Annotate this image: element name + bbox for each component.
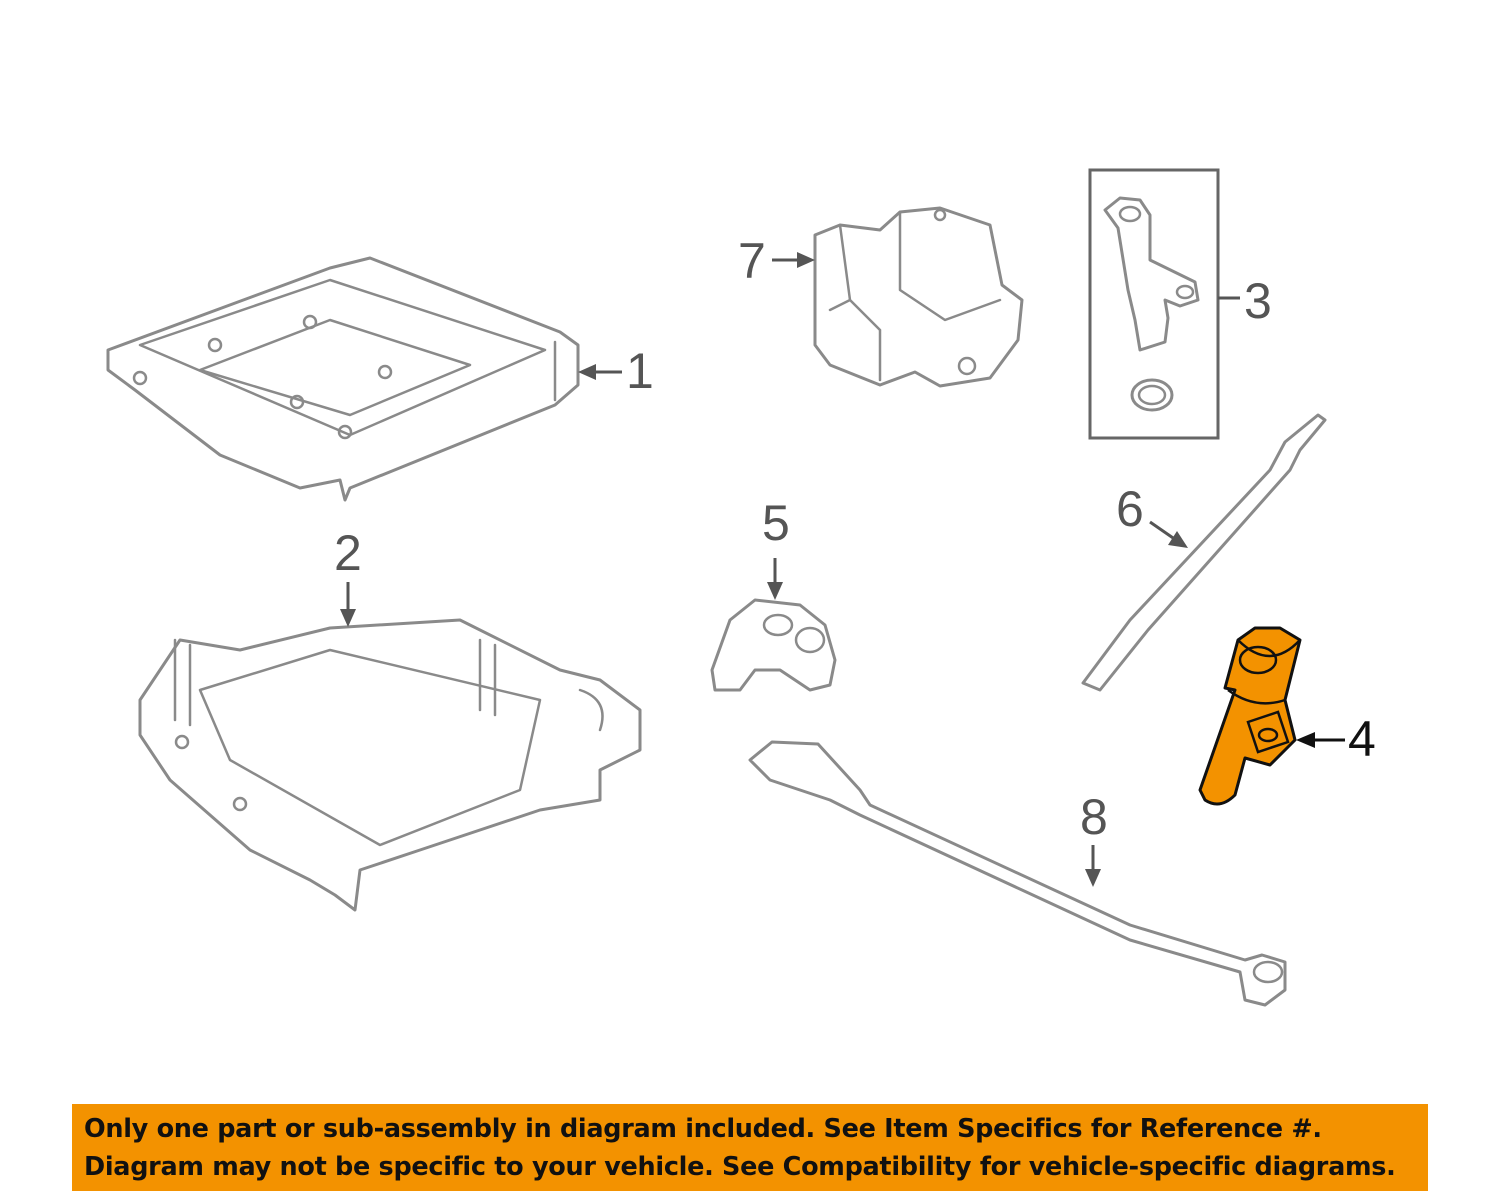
callout-4[interactable]: 4	[1296, 711, 1376, 767]
callout-8: 8	[1080, 789, 1108, 887]
svg-text:3: 3	[1244, 273, 1272, 329]
callout-3: 3	[1218, 273, 1272, 329]
part-8-knock-sensor	[748, 740, 1287, 1007]
part-6-sensor-rod	[1081, 413, 1327, 692]
part-5-sensor	[710, 598, 837, 692]
disclaimer-line-2: Diagram may not be specific to your vehi…	[84, 1152, 1396, 1182]
callout-1: 1	[578, 343, 654, 399]
part-1-control-module	[106, 256, 580, 502]
part-4-crankshaft-sensor	[1198, 626, 1302, 806]
disclaimer-banner: Only one part or sub-assembly in diagram…	[72, 1104, 1428, 1191]
disclaimer-line-1: Only one part or sub-assembly in diagram…	[84, 1114, 1322, 1144]
callout-6: 6	[1116, 481, 1188, 548]
callout-5: 5	[762, 495, 790, 600]
callout-7: 7	[738, 233, 815, 289]
svg-text:4: 4	[1348, 711, 1376, 767]
svg-text:8: 8	[1080, 789, 1108, 845]
part-3-sensor-kit	[1088, 168, 1220, 440]
callout-2: 2	[334, 525, 362, 627]
svg-text:6: 6	[1116, 481, 1144, 537]
svg-text:1: 1	[626, 343, 654, 399]
svg-text:7: 7	[738, 233, 766, 289]
part-7-relay-housing	[813, 206, 1024, 388]
diagram-canvas: 1 2 3 4 5 6 7 8	[106, 168, 1376, 1007]
svg-text:2: 2	[334, 525, 362, 581]
part-2-bracket	[138, 618, 642, 912]
svg-text:5: 5	[762, 495, 790, 551]
